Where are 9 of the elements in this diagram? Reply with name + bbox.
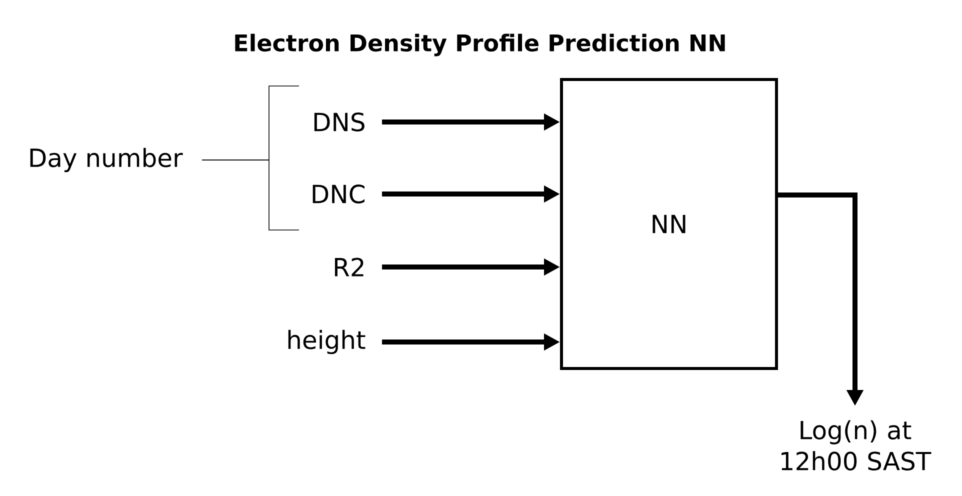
bracket-line xyxy=(202,160,300,230)
input-label: R2 xyxy=(334,258,364,276)
input-label: DNC xyxy=(312,184,364,204)
output-label: Log(n) at 12h00 SAST xyxy=(782,420,932,471)
network-box: NN xyxy=(560,78,778,370)
title: Electron Density Profile Prediction NN xyxy=(235,34,725,56)
input-label: DNS xyxy=(314,112,364,132)
input-label: Day number xyxy=(30,148,183,172)
input-label: height xyxy=(288,330,366,354)
